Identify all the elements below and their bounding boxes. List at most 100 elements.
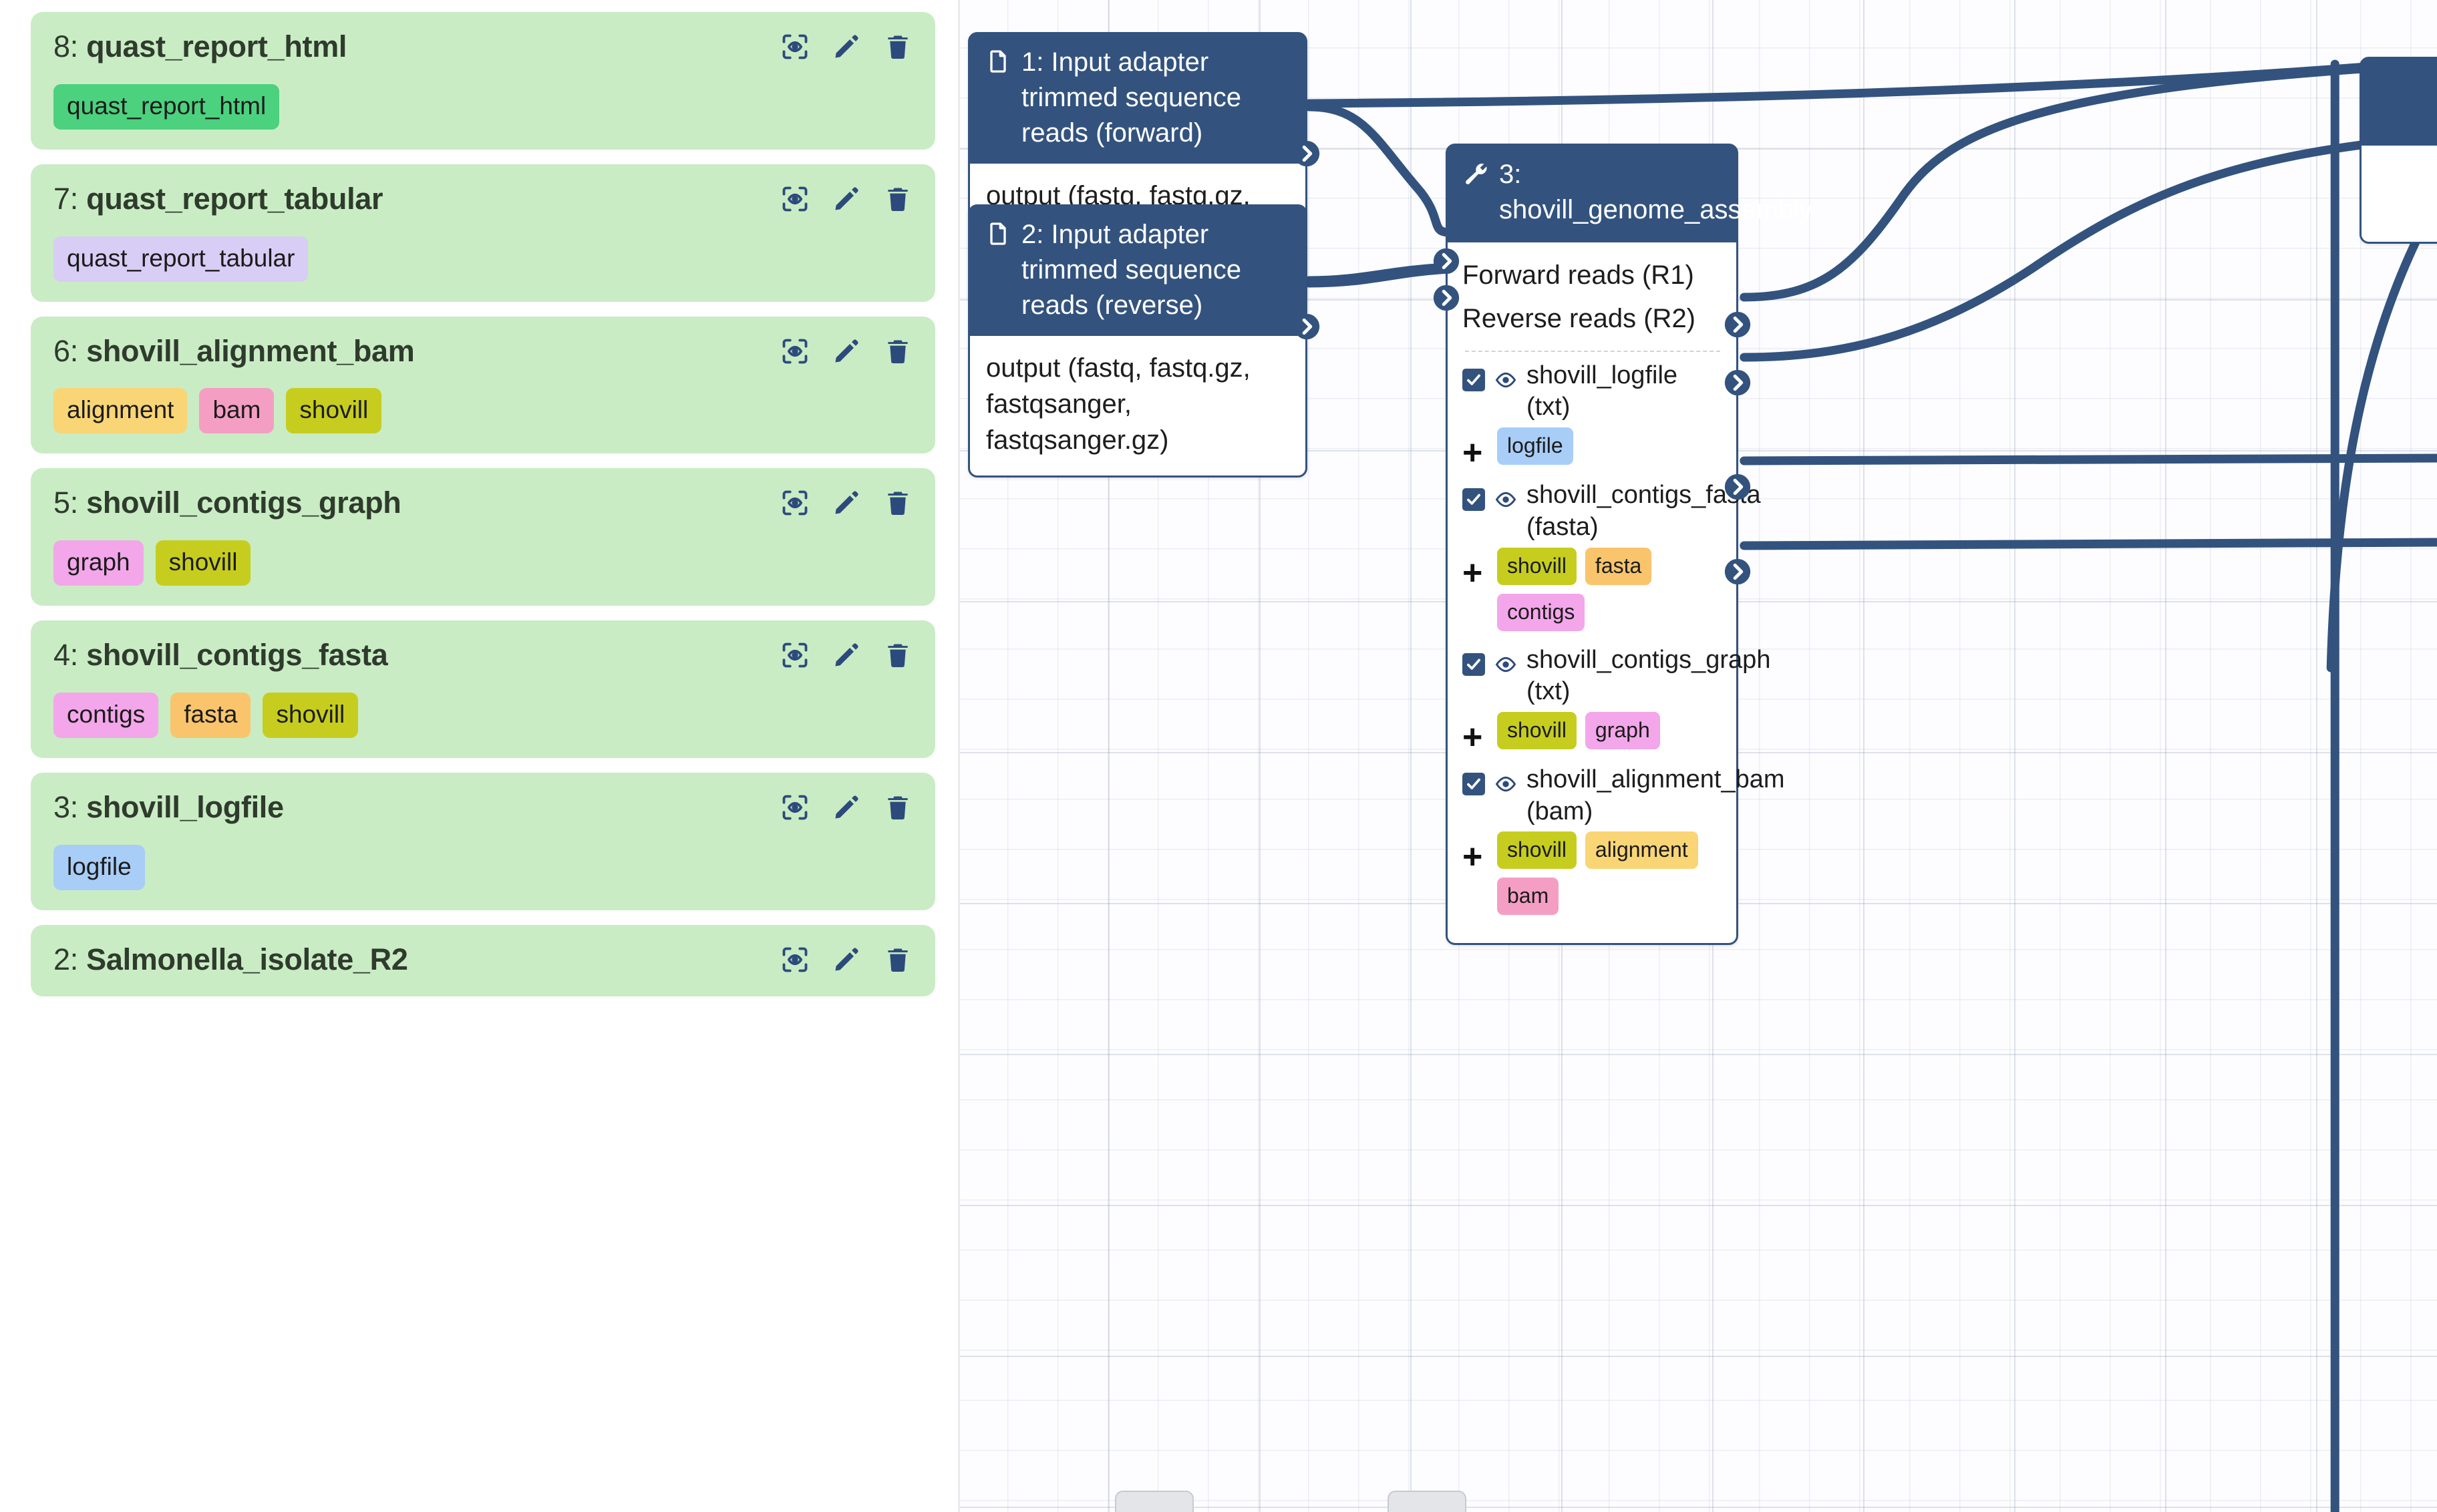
tag[interactable]: graph <box>53 540 144 586</box>
highlight-output-icon[interactable] <box>780 640 810 670</box>
tag[interactable]: shovill <box>1497 547 1577 585</box>
delete-output-icon[interactable] <box>883 337 913 366</box>
eye-icon[interactable] <box>1494 652 1518 677</box>
tool-output-row: shovill_alignment_bam (bam) <box>1462 764 1785 828</box>
file-icon <box>985 45 1011 75</box>
node-header[interactable] <box>2362 59 2437 146</box>
tag[interactable]: contigs <box>53 692 159 738</box>
highlight-output-icon[interactable] <box>780 945 810 974</box>
delete-output-icon[interactable] <box>883 488 913 518</box>
node-header[interactable]: 1: Input adapter trimmed sequence reads … <box>970 34 1305 164</box>
tag[interactable]: bam <box>199 388 275 434</box>
output-card-actions <box>780 486 913 518</box>
output-terminal[interactable] <box>1291 311 1322 342</box>
edit-output-icon[interactable] <box>832 793 861 822</box>
output-card-title: 7: quast_report_tabular <box>53 182 383 216</box>
output-card-actions <box>780 638 913 670</box>
tag[interactable]: shovill <box>155 540 251 586</box>
output-card[interactable]: 2: Salmonella_isolate_R2 <box>31 924 935 997</box>
node-body: output (fastq, fastq.gz, fastqsanger, fa… <box>970 336 1305 476</box>
output-card-header: 8: quast_report_html <box>53 29 913 64</box>
workflow-node-tool-3[interactable]: 3: shovill_genome_assembly Forward reads… <box>1433 144 1812 946</box>
highlight-output-icon[interactable] <box>780 32 810 61</box>
output-card-title: 4: shovill_contigs_fasta <box>53 638 388 673</box>
delete-output-icon[interactable] <box>883 640 913 670</box>
edit-output-icon[interactable] <box>832 945 861 974</box>
tag[interactable]: shovill <box>1497 831 1577 870</box>
output-checkbox[interactable] <box>1462 368 1485 391</box>
node-title: 2: Input adapter trimmed sequence reads … <box>1021 220 1242 320</box>
delete-output-icon[interactable] <box>883 32 913 61</box>
output-terminal-contigs-graph[interactable] <box>1722 471 1753 502</box>
output-checkbox[interactable] <box>1462 772 1485 795</box>
output-terminal-logfile[interactable] <box>1722 309 1753 340</box>
edit-output-icon[interactable] <box>832 640 861 670</box>
output-terminal-alignment-bam[interactable] <box>1722 556 1753 587</box>
output-label: shovill_logfile (txt) <box>1526 361 1678 421</box>
add-tag-icon[interactable]: + <box>1462 553 1483 592</box>
tag[interactable]: fasta <box>1585 547 1652 585</box>
tag[interactable]: shovill <box>263 692 359 738</box>
tag[interactable]: fasta <box>170 692 251 738</box>
highlight-output-icon[interactable] <box>780 184 810 214</box>
delete-output-icon[interactable] <box>883 793 913 822</box>
input-terminal-reverse[interactable] <box>1431 282 1462 313</box>
tag[interactable]: graph <box>1585 712 1660 750</box>
edit-output-icon[interactable] <box>832 337 861 366</box>
output-name: Salmonella_isolate_R2 <box>86 942 408 976</box>
output-checkbox[interactable] <box>1462 652 1485 676</box>
workflow-outputs-sidebar[interactable]: 8: quast_report_html quast_report_html 7: … <box>0 0 960 1512</box>
delete-output-icon[interactable] <box>883 945 913 974</box>
tag[interactable]: shovill <box>286 388 382 434</box>
highlight-output-icon[interactable] <box>780 488 810 518</box>
output-index: 6: <box>53 333 87 368</box>
node-header[interactable]: 2: Input adapter trimmed sequence reads … <box>970 206 1305 337</box>
canvas-control-button-1[interactable] <box>1115 1491 1194 1512</box>
eye-icon[interactable] <box>1494 368 1518 392</box>
add-tag-icon[interactable]: + <box>1462 433 1483 473</box>
tag[interactable]: alignment <box>53 388 188 434</box>
tag[interactable]: shovill <box>1497 712 1577 750</box>
highlight-output-icon[interactable] <box>780 793 810 822</box>
output-card[interactable]: 7: quast_report_tabular quast_report_tabu… <box>31 164 935 302</box>
edit-output-icon[interactable] <box>832 184 861 214</box>
input-terminal-forward[interactable] <box>1431 246 1462 276</box>
tag[interactable]: alignment <box>1585 831 1698 870</box>
node-header[interactable]: 3: shovill_genome_assembly <box>1448 146 1812 242</box>
tag[interactable]: logfile <box>1497 427 1573 465</box>
canvas-control-button-2[interactable] <box>1388 1491 1466 1512</box>
output-terminal[interactable] <box>1291 138 1322 169</box>
highlight-output-icon[interactable] <box>780 337 810 366</box>
edit-output-icon[interactable] <box>832 488 861 518</box>
tag[interactable]: bam <box>1497 878 1559 916</box>
eye-icon[interactable] <box>1494 488 1518 512</box>
output-terminal-contigs-fasta[interactable] <box>1722 367 1753 398</box>
tool-output-row: shovill_contigs_fasta (fasta) <box>1462 480 1761 544</box>
input-param-reverse-reads[interactable]: Reverse reads (R2) <box>1462 303 1696 333</box>
tag[interactable]: quast_report_tabular <box>53 236 309 282</box>
workflow-node-input-2[interactable]: 2: Input adapter trimmed sequence reads … <box>968 204 1320 478</box>
tag[interactable]: contigs <box>1497 593 1585 631</box>
output-card-header: 4: shovill_contigs_fasta <box>53 638 913 673</box>
tag[interactable]: logfile <box>53 844 145 890</box>
output-card-header: 5: shovill_contigs_graph <box>53 486 913 520</box>
eye-icon[interactable] <box>1494 772 1518 796</box>
workflow-node-partial[interactable] <box>2360 57 2437 244</box>
output-card[interactable]: 8: quast_report_html quast_report_html <box>31 12 935 150</box>
tag[interactable]: quast_report_html <box>53 83 280 130</box>
edit-output-icon[interactable] <box>832 32 861 61</box>
add-tag-icon[interactable]: + <box>1462 718 1483 757</box>
input-param-forward-reads[interactable]: Forward reads (R1) <box>1462 260 1694 290</box>
delete-output-icon[interactable] <box>883 184 913 214</box>
add-tag-icon[interactable]: + <box>1462 837 1483 877</box>
workflow-canvas[interactable]: 1: Input adapter trimmed sequence reads … <box>960 0 2437 1512</box>
output-checkbox[interactable] <box>1462 488 1485 511</box>
